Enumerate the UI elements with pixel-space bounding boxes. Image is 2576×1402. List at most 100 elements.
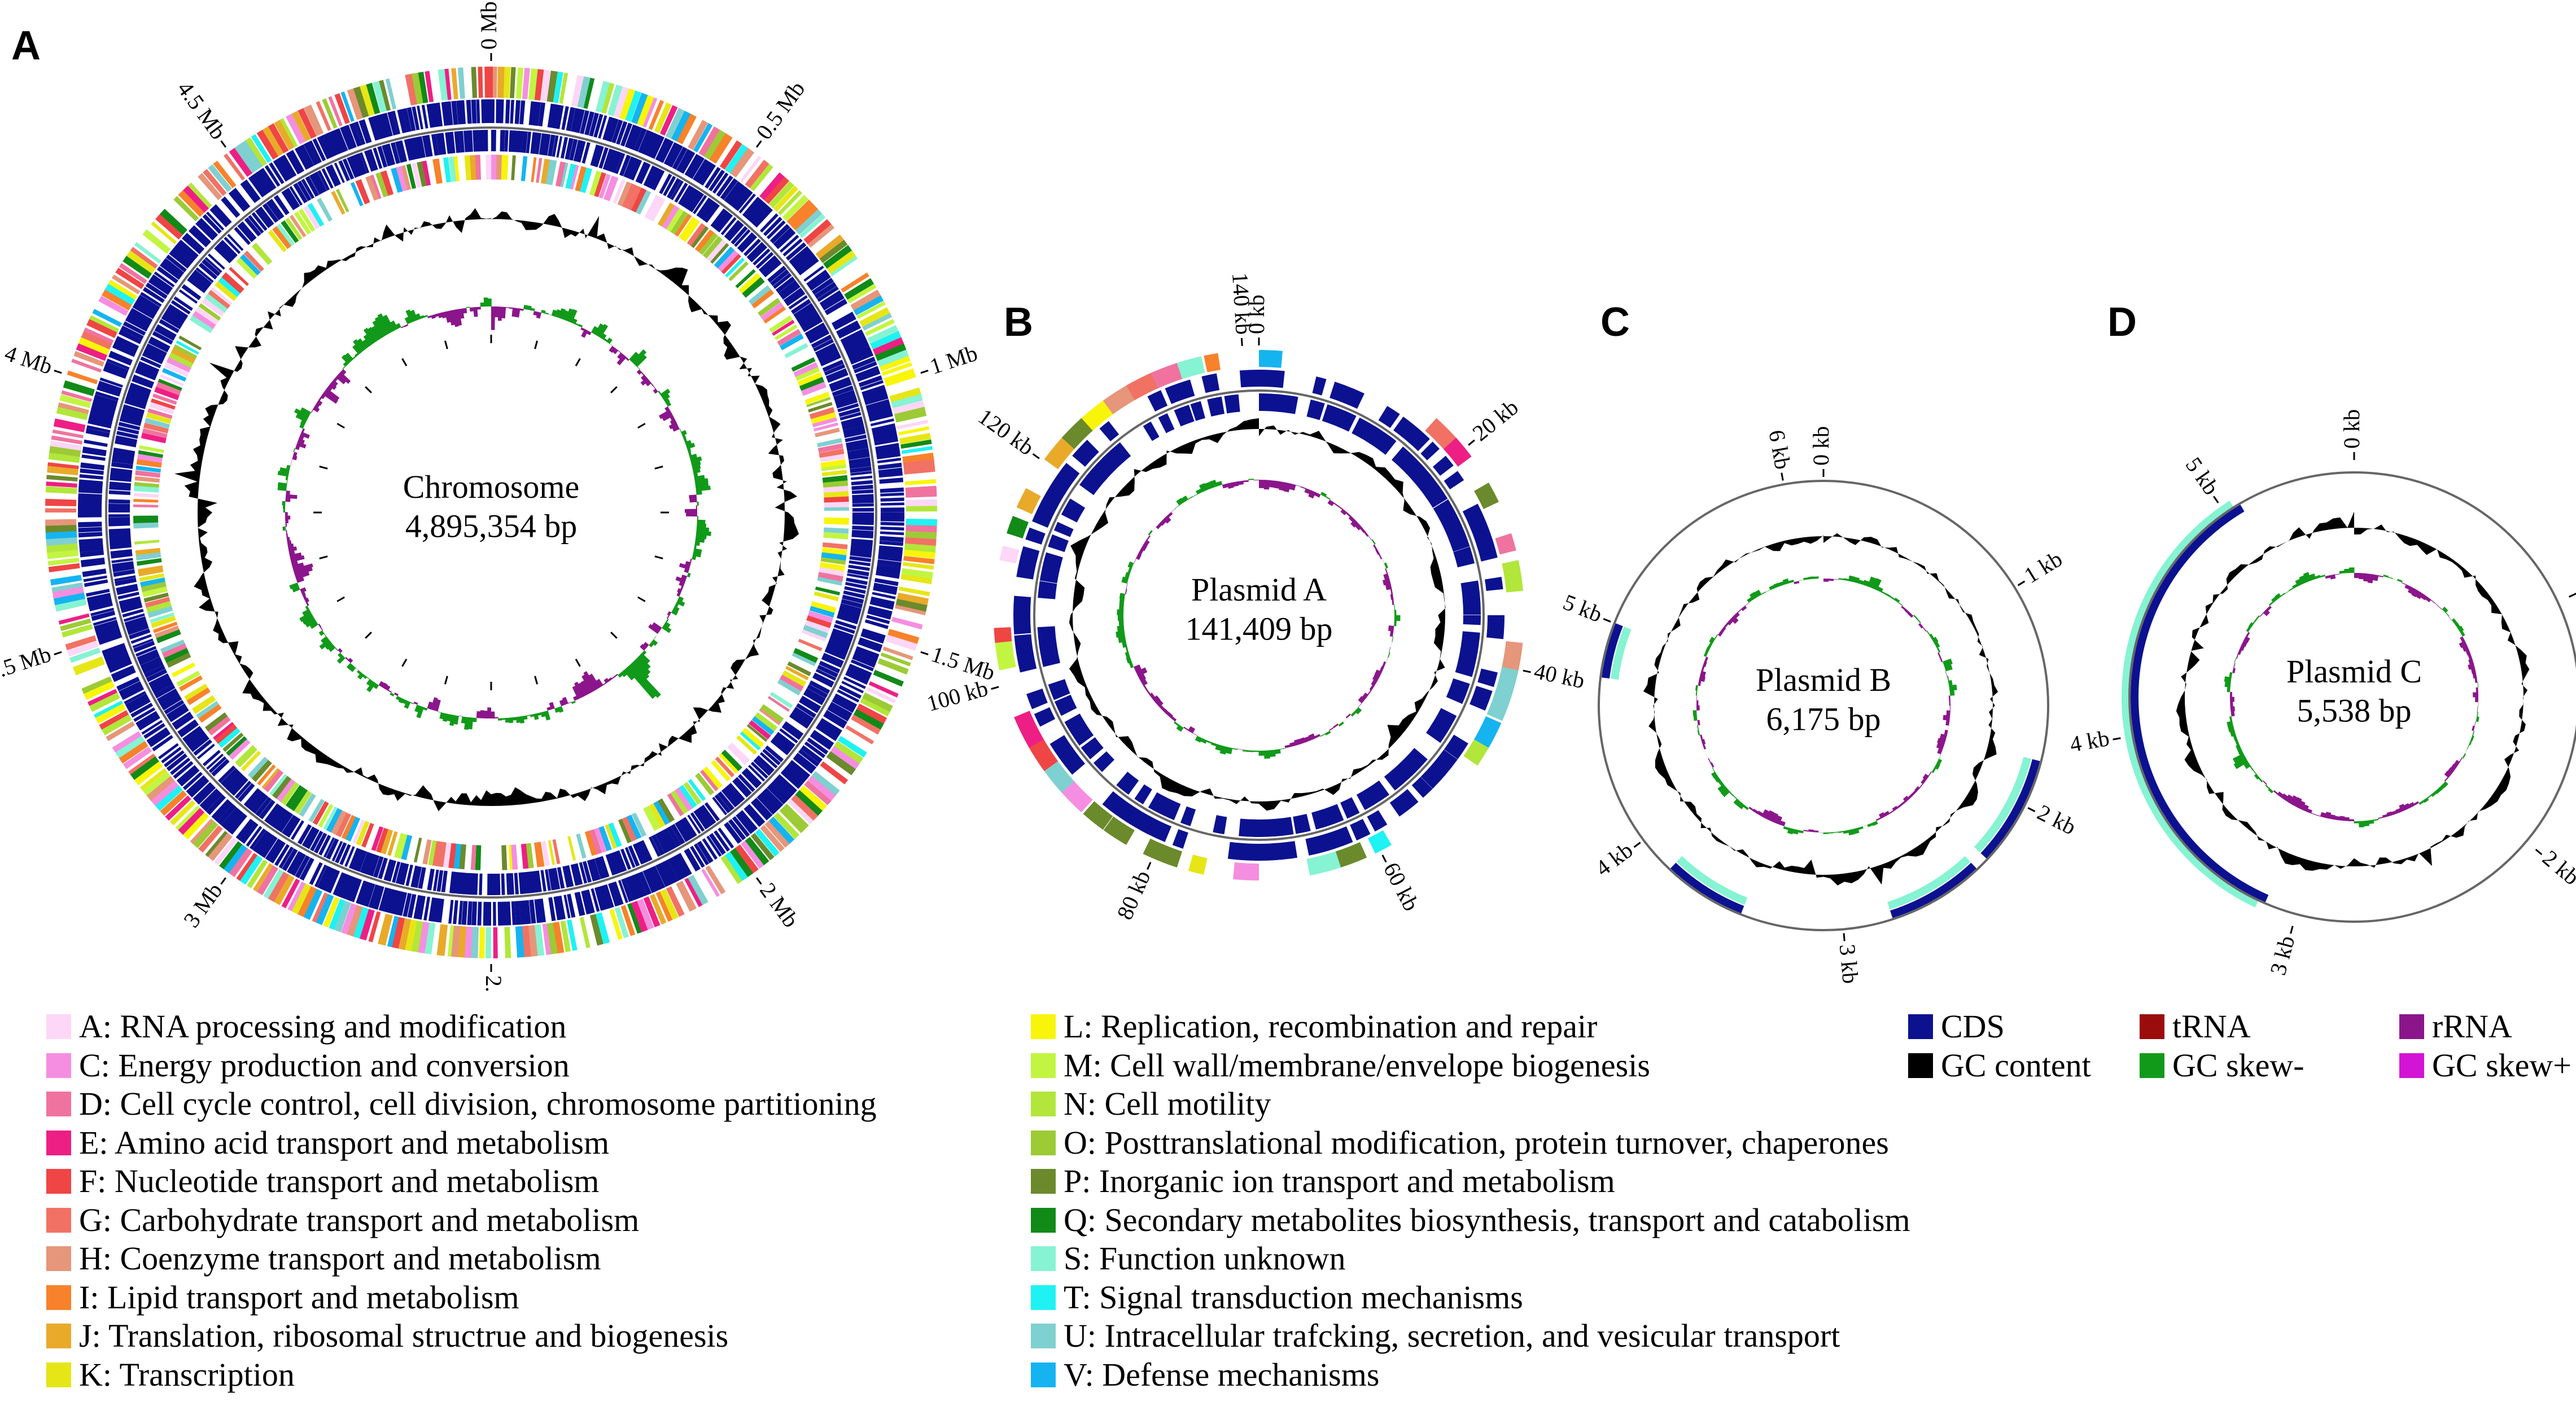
- legend-label: O: Posttranslational modification, prote…: [1064, 1124, 1889, 1161]
- legend-item: GC skew+: [2399, 1049, 2571, 1082]
- cog-block: [1887, 856, 1971, 910]
- tick-label: 5 kb: [1560, 589, 1606, 628]
- tick-label: 3 kb: [2265, 933, 2300, 978]
- legend-item: CDS: [1908, 1010, 2140, 1043]
- panel-letter-c: C: [1600, 300, 1630, 345]
- legend-swatch: [1031, 1053, 1056, 1078]
- tick-label: 2 Mb: [755, 878, 804, 932]
- tick-label: 2 kb: [2033, 799, 2080, 840]
- legend-item: E: Amino acid transport and metabolism: [46, 1124, 877, 1163]
- legend-swatch: [1031, 1169, 1056, 1194]
- tick-mark: [2569, 593, 2576, 598]
- legend-swatch: [46, 1092, 71, 1117]
- legend-swatch: [1031, 1092, 1056, 1117]
- legend-item: N: Cell motility: [1031, 1085, 1910, 1124]
- legend-swatch: [1031, 1324, 1056, 1349]
- tick-label: 1 kb: [2573, 562, 2576, 601]
- genome-maps: 0 Mb0.5 Mb1 Mb1.5 Mb2 Mb2.5 Mb3 Mb3.5 Mb…: [0, 1, 2576, 993]
- legend-label: E: Amino acid transport and metabolism: [79, 1124, 610, 1161]
- tick-mark: [1381, 855, 1387, 863]
- legend-swatch: [46, 1169, 71, 1194]
- legend-item: P: Inorganic ion transport and metabolis…: [1031, 1162, 1910, 1201]
- tick-label: 0.5 Mb: [751, 76, 810, 144]
- cog-block: [2122, 501, 2259, 908]
- map-title: Plasmid B: [1756, 661, 1891, 698]
- tick-mark: [756, 140, 762, 148]
- tick-label: 4 Mb: [2, 340, 55, 379]
- tick-mark: [2113, 737, 2121, 741]
- legend-label: A: RNA processing and modification: [79, 1008, 567, 1045]
- legend-label: H: Coenzyme transport and metabolism: [79, 1240, 601, 1277]
- tick-mark: [220, 877, 226, 885]
- tick-label: 3 Mb: [178, 878, 228, 932]
- legend-item: GC content: [1908, 1049, 2140, 1082]
- map-size: 141,409 bp: [1186, 611, 1333, 647]
- legend-label: D: Cell cycle control, cell division, ch…: [79, 1085, 877, 1123]
- feature-legend: CDS tRNA rRNA GC content GC skew- GC ske…: [1908, 1007, 2571, 1085]
- legend-item: Q: Secondary metabolites biosynthesis, t…: [1031, 1201, 1910, 1240]
- tick-mark: [1240, 338, 1243, 347]
- legend-label: S: Function unknown: [1064, 1240, 1346, 1277]
- cog-block: [1610, 626, 1632, 680]
- legend-swatch: [46, 1207, 71, 1233]
- tick-mark: [1633, 842, 1641, 848]
- tick-label: 0 kb: [1808, 426, 1834, 466]
- tick-label: 1 Mb: [927, 340, 981, 379]
- legend-item: J: Translation, ribosomal structrue and …: [46, 1317, 877, 1356]
- tick-label: 100 kb: [924, 675, 991, 716]
- cog-legend-left: A: RNA processing and modification C: En…: [46, 1007, 877, 1394]
- legend-label: U: Intracellular trafcking, secretion, a…: [1064, 1317, 1840, 1355]
- legend-item: H: Coenzyme transport and metabolism: [46, 1239, 877, 1278]
- tick-label: 80 kb: [1112, 866, 1155, 923]
- legend-label: GC skew+: [2432, 1046, 2571, 1084]
- tick-label: 140 kb: [1227, 272, 1257, 336]
- feature-legend-row: GC content GC skew- GC skew+: [1908, 1046, 2571, 1085]
- legend-swatch: [46, 1362, 71, 1387]
- cds-block: [1980, 797, 2026, 859]
- tick-mark: [1603, 618, 1611, 623]
- legend-item: D: Cell cycle control, cell division, ch…: [46, 1085, 877, 1124]
- legend-swatch: [46, 1324, 71, 1349]
- tick-mark: [2017, 580, 2026, 586]
- legend-swatch: [1031, 1362, 1056, 1387]
- legend-item: V: Defense mechanisms: [1031, 1356, 1910, 1395]
- legend-label: G: Carbohydrate transport and metabolism: [79, 1201, 640, 1238]
- tick-mark: [2213, 496, 2219, 503]
- legend-label: GC content: [1941, 1046, 2091, 1084]
- legend-item: A: RNA processing and modification: [46, 1007, 877, 1046]
- legend-swatch: [1908, 1053, 1933, 1078]
- legend-item: tRNA: [2140, 1010, 2399, 1043]
- map-size: 6,175 bp: [1766, 701, 1881, 738]
- legend-label: Q: Secondary metabolites biosynthesis, t…: [1064, 1201, 1910, 1238]
- cds-block: [1670, 862, 1744, 914]
- tick-mark: [54, 651, 62, 655]
- map-title: Chromosome: [403, 468, 580, 505]
- legend-label: T: Signal transduction mechanisms: [1064, 1278, 1523, 1316]
- legend-swatch: [1031, 1130, 1056, 1155]
- tick-mark: [2290, 926, 2294, 934]
- tick-label: 5 kb: [2181, 453, 2224, 500]
- legend-item: S: Function unknown: [1031, 1239, 1910, 1278]
- tick-label: 0 Mb: [476, 1, 501, 50]
- legend-item: T: Signal transduction mechanisms: [1031, 1278, 1910, 1317]
- circular-genome-maps: 0 Mb0.5 Mb1 Mb1.5 Mb2 Mb2.5 Mb3 Mb3.5 Mb…: [0, 1, 2576, 993]
- cds-block: [2131, 505, 2269, 902]
- tick-label: 2.5 Mb: [481, 975, 506, 993]
- legend-label: V: Defense mechanisms: [1064, 1356, 1380, 1393]
- tick-mark: [2027, 807, 2036, 812]
- map-title: Plasmid A: [1191, 571, 1327, 608]
- legend-label: M: Cell wall/membrane/envelope biogenesi…: [1064, 1046, 1650, 1084]
- tick-label: 1 kb: [2019, 546, 2066, 588]
- legend-item: C: Energy production and conversion: [46, 1046, 877, 1085]
- map-size: 5,538 bp: [2297, 693, 2412, 729]
- legend-swatch: [46, 1053, 71, 1078]
- tick-mark: [1523, 669, 1531, 673]
- tick-mark: [1781, 472, 1784, 481]
- legend-swatch: [46, 1014, 71, 1040]
- tick-label: 120 kb: [974, 404, 1039, 461]
- legend-item: M: Cell wall/membrane/envelope biogenesi…: [1031, 1046, 1910, 1085]
- legend-label: J: Translation, ribosomal structrue and …: [79, 1317, 729, 1355]
- legend-item: U: Intracellular trafcking, secretion, a…: [1031, 1317, 1910, 1356]
- tick-mark: [1147, 862, 1152, 870]
